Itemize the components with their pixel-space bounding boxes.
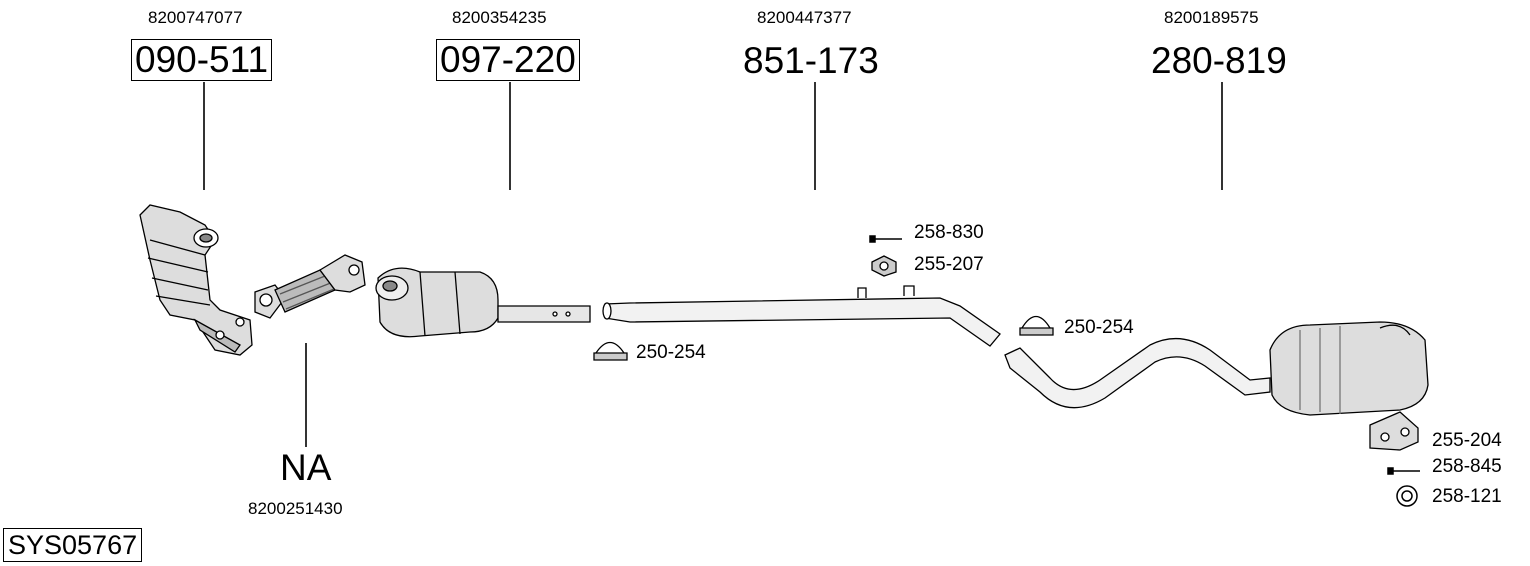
oem-number-flex-pipe: 8200251430 bbox=[248, 499, 343, 518]
clamp-icon-250-254-front bbox=[593, 341, 628, 361]
part-ref-flex-pipe[interactable]: NA bbox=[280, 447, 332, 488]
part-ref-middle-pipe[interactable]: 851-173 bbox=[743, 40, 879, 81]
oem-number-catalyst: 8200747077 bbox=[148, 8, 243, 27]
part-ref-rear-silencer[interactable]: 280-819 bbox=[1151, 40, 1287, 81]
bolt-icon-258-845 bbox=[1387, 467, 1420, 475]
ring-icon-258-121 bbox=[1396, 485, 1418, 507]
label-hanger-255-204[interactable]: 255-204 bbox=[1432, 430, 1502, 451]
oem-number-rear-silencer: 8200189575 bbox=[1164, 8, 1259, 27]
hanger-icon-255-204 bbox=[1369, 411, 1419, 451]
rear-silencer-drawing bbox=[1004, 321, 1429, 416]
label-hanger-255-207[interactable]: 255-207 bbox=[914, 254, 984, 275]
hanger-icon-255-207 bbox=[871, 255, 897, 277]
label-clamp-250-254-front[interactable]: 250-254 bbox=[636, 342, 706, 363]
label-bolt-258-845[interactable]: 258-845 bbox=[1432, 456, 1502, 477]
middle-pipe-drawing bbox=[602, 285, 1001, 347]
oem-number-middle-pipe: 8200447377 bbox=[757, 8, 852, 27]
part-ref-dpf[interactable]: 097-220 bbox=[436, 39, 580, 81]
label-bolt-258-830[interactable]: 258-830 bbox=[914, 222, 984, 243]
clamp-icon-250-254-rear bbox=[1019, 315, 1054, 336]
catalyst-drawing bbox=[139, 204, 253, 356]
flex-pipe-drawing bbox=[254, 254, 366, 319]
system-code: SYS05767 bbox=[3, 528, 143, 562]
part-ref-catalyst[interactable]: 090-511 bbox=[131, 39, 273, 81]
bolt-icon-258-830 bbox=[869, 235, 902, 243]
oem-number-dpf: 8200354235 bbox=[452, 8, 547, 27]
label-clamp-250-254-rear[interactable]: 250-254 bbox=[1064, 317, 1134, 338]
dpf-drawing bbox=[375, 267, 591, 338]
label-ring-258-121[interactable]: 258-121 bbox=[1432, 486, 1502, 507]
